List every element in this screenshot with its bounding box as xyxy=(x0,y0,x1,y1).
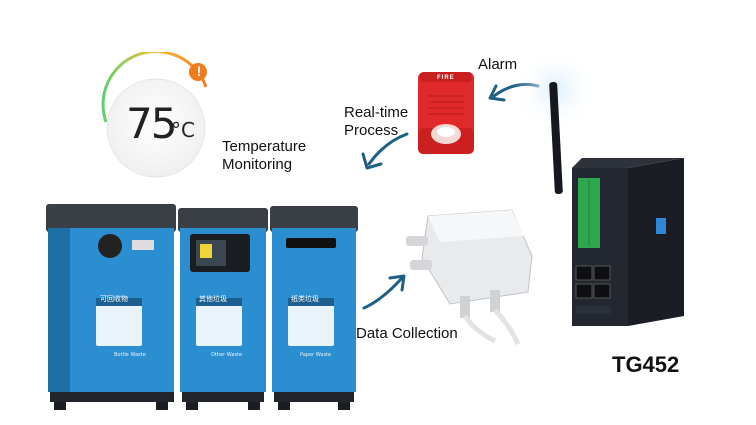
bin-other-waste xyxy=(178,208,268,410)
bin-3-title: 纸类垃圾 xyxy=(291,295,319,303)
alarm-siren-image xyxy=(418,72,474,154)
smart-bins-image xyxy=(46,204,358,410)
gateway-model-label: TG452 xyxy=(612,352,680,377)
data-collection-label: Data Collection xyxy=(356,325,458,342)
realtime-process-label-line2: Process xyxy=(344,122,399,139)
realtime-arrow xyxy=(361,132,409,170)
ethernet-port xyxy=(593,283,611,299)
alarm-label: Alarm xyxy=(478,56,518,73)
sensor-box-image xyxy=(406,209,533,346)
temperature-gauge xyxy=(101,52,208,178)
bin-bottle-waste xyxy=(46,204,176,410)
alert-icon xyxy=(189,63,207,81)
realtime-process-label-line1: Real-time xyxy=(344,104,409,121)
bin-1-caption: Bottle Waste xyxy=(114,352,146,358)
ethernet-port xyxy=(575,283,593,299)
bin-2-caption: Other Waste xyxy=(211,352,243,358)
ethernet-port xyxy=(593,265,611,281)
bin-2-title: 其他垃圾 xyxy=(199,295,227,303)
bin-1-title: 可回收物 xyxy=(100,295,128,303)
gauge-dial xyxy=(106,78,206,178)
bin-paper-waste xyxy=(270,206,358,410)
temperature-monitoring-label-line1: Temperature xyxy=(222,138,307,155)
temperature-value: 75 xyxy=(126,99,177,148)
temperature-unit: °C xyxy=(171,118,195,142)
alarm-panel-text: FIRE xyxy=(437,75,455,81)
antenna xyxy=(549,82,563,194)
alert-icon-symbol: ! xyxy=(196,63,202,79)
ethernet-port xyxy=(575,265,593,281)
gateway-router-image xyxy=(514,48,684,326)
bin-3-caption: Paper Waste xyxy=(300,352,332,358)
data-collection-arrow xyxy=(362,274,406,310)
temperature-monitoring-label-line2: Monitoring xyxy=(222,156,293,173)
